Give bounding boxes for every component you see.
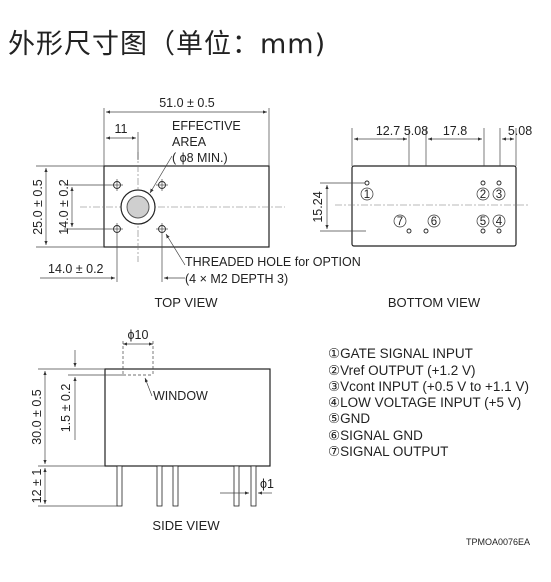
dim-14-horizontal: 14.0 ± 0.2 [48, 262, 104, 276]
pin-lead [116, 465, 123, 507]
svg-text:7: 7 [397, 216, 403, 228]
bottom-body [351, 165, 517, 247]
mount-hole [111, 179, 123, 191]
dim-17-8: 17.8 [443, 124, 467, 138]
dim-phi1: ϕ1 [260, 477, 274, 491]
pin-label: 1 [360, 187, 374, 201]
dim-15-24: 15.24 [311, 191, 325, 222]
dim-height: 25.0 ± 0.5 [31, 179, 45, 235]
effective-area-label-1: EFFECTIVE [172, 119, 241, 133]
dim-11: 11 [115, 122, 128, 136]
dim-5-08-b: 5.08 [508, 124, 532, 138]
pin-6 [423, 228, 429, 234]
dim-side-height: 30.0 ± 0.5 [30, 389, 44, 445]
page-title: 外形尺寸图（单位：mm) [8, 29, 327, 60]
mount-hole [156, 223, 168, 235]
pin-2 [480, 180, 486, 186]
mount-hole [111, 223, 123, 235]
dim-12-7: 12.7 [376, 124, 400, 138]
mount-hole [156, 179, 168, 191]
top-view: 51.0 ± 0.5 11 EFFECTIVE AREA ( ϕ8 MIN.) … [31, 96, 361, 310]
pin-7 [406, 228, 412, 234]
threaded-hole-label-2: (4 × M2 DEPTH 3) [185, 272, 288, 286]
svg-text:1: 1 [364, 189, 370, 201]
bottom-view-label: BOTTOM VIEW [388, 295, 481, 310]
side-body [104, 368, 271, 467]
pin-1 [364, 180, 370, 186]
svg-text:5: 5 [480, 216, 486, 228]
effective-area-label-3: ( ϕ8 MIN.) [172, 151, 228, 165]
pin-lead [233, 465, 240, 507]
window-label: WINDOW [153, 389, 208, 403]
pin-lead [156, 465, 163, 507]
legend-item-7: ⑦SIGNAL OUTPUT [328, 444, 448, 459]
pin-label: 3 [492, 187, 506, 201]
dim-14-vertical: 14.0 ± 0.2 [57, 179, 71, 235]
legend-item-1: ①GATE SIGNAL INPUT [328, 346, 473, 361]
pin-label: 7 [393, 214, 407, 228]
pin-4 [496, 228, 502, 234]
svg-text:6: 6 [431, 216, 437, 228]
pin-label: 2 [476, 187, 490, 201]
svg-text:3: 3 [496, 189, 502, 201]
legend-item-5: ⑤GND [328, 411, 370, 426]
effective-area-label-2: AREA [172, 135, 207, 149]
bottom-view: 12.7 5.08 17.8 5.08 15.24 1 2 3 4 5 6 7 … [311, 124, 532, 310]
pin-5 [480, 228, 486, 234]
effective-area-window [126, 195, 150, 219]
pin-label: 5 [476, 214, 490, 228]
legend-item-4: ④LOW VOLTAGE INPUT (+5 V) [328, 395, 521, 410]
legend-item-6: ⑥SIGNAL GND [328, 428, 423, 443]
pin-lead [172, 465, 179, 507]
pin-label: 6 [427, 214, 441, 228]
threaded-hole-label-1: THREADED HOLE for OPTION [185, 255, 361, 269]
pin-3 [496, 180, 502, 186]
dim-phi10: ϕ10 [128, 328, 149, 342]
legend-item-2: ②Vref OUTPUT (+1.2 V) [328, 363, 476, 378]
dim-5-08-a: 5.08 [404, 124, 428, 138]
pin-lead [250, 465, 257, 507]
side-view: ϕ10 WINDOW 30.0 ± 0.5 12 ± 1 1.5 ± 0.2 ϕ… [30, 328, 274, 533]
drawing-code: TPMOA0076EA [466, 537, 530, 547]
side-view-label: SIDE VIEW [152, 518, 220, 533]
dim-width: 51.0 ± 0.5 [159, 96, 215, 110]
dim-12: 12 ± 1 [30, 469, 44, 504]
pin-legend: ①GATE SIGNAL INPUT ②Vref OUTPUT (+1.2 V)… [328, 346, 529, 459]
pin-label: 4 [492, 214, 506, 228]
dim-1-5: 1.5 ± 0.2 [59, 384, 73, 433]
svg-text:4: 4 [496, 216, 503, 228]
svg-text:2: 2 [480, 189, 486, 201]
legend-item-3: ③Vcont INPUT (+0.5 V to +1.1 V) [328, 379, 529, 394]
top-view-label: TOP VIEW [154, 295, 218, 310]
